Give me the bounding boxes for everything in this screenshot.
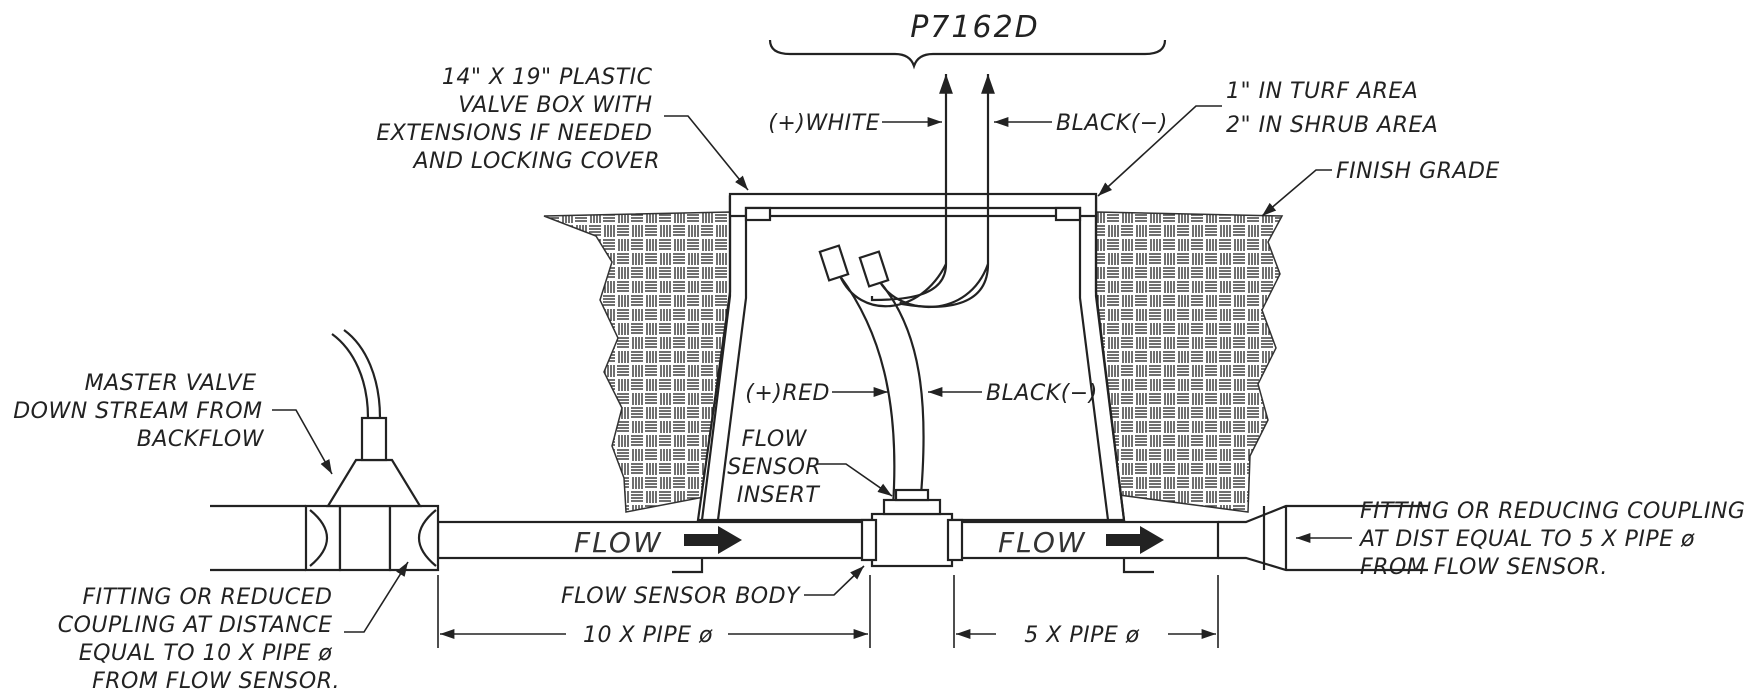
leader-depth [1097, 105, 1222, 197]
master-valve-line-3: BACKFLOW [137, 427, 265, 452]
leader-fitting-left [344, 561, 409, 633]
flow-sensor-collar-right [946, 518, 964, 562]
flow-arrow-left [684, 526, 742, 554]
flow-sensor-insert-cap [894, 488, 930, 502]
master-valve-line-1: MASTER VALVE [85, 371, 257, 396]
wire-sensor-red [839, 275, 896, 507]
master-valve-wire [331, 329, 382, 419]
pipe-right-reducer [1218, 504, 1428, 572]
insert-line-2: SENSOR [727, 455, 821, 480]
depth-line-1: 1" IN TURF AREA [1226, 79, 1418, 104]
fitting-left-line-2: COUPLING AT DISTANCE [58, 613, 333, 638]
fitting-right-callout: FITTING OR REDUCING COUPLING AT DIST EQU… [1358, 499, 1753, 580]
insert-line-3: INSERT [737, 483, 821, 508]
dim-downstream-label: 5 X PIPE ø [1024, 623, 1139, 648]
lid-support-right [1054, 206, 1082, 222]
fitting-left-line-1: FITTING OR REDUCED [82, 585, 332, 610]
master-valve-bonnet [326, 458, 422, 508]
leader-flow-sensor-insert [816, 463, 893, 497]
wire-black [899, 74, 988, 308]
pipe-main [436, 520, 1220, 560]
insert-line-1: FLOW [742, 427, 808, 452]
flow-arrow-right [1106, 526, 1164, 554]
fitting-right-line-2: AT DIST EQUAL TO 5 X PIPE ø [1358, 527, 1695, 552]
leader-master-valve [272, 409, 333, 475]
leader-valve-box [664, 115, 749, 191]
label-red-wire: (+)RED [745, 381, 830, 406]
valve-box-line-4: AND LOCKING COVER [411, 149, 660, 174]
dim-ext-lines [437, 575, 1219, 648]
valve-box-line-2: VALVE BOX WITH [458, 93, 652, 118]
finish-grade-label: FINISH GRADE [1336, 159, 1500, 184]
valve-box-wall-left [700, 196, 748, 521]
depth-callout: 1" IN TURF AREA 2" IN SHRUB AREA [1226, 79, 1438, 138]
wire-connector-left [818, 244, 850, 282]
controller-label: P7162D [910, 10, 1040, 45]
soil-right [1095, 211, 1284, 513]
valve-box-line-3: EXTENSIONS IF NEEDED [376, 121, 652, 146]
master-valve-callout: MASTER VALVE DOWN STREAM FROM BACKFLOW [13, 371, 270, 452]
lid-support-left [744, 206, 772, 222]
flow-sensor-body [870, 512, 954, 568]
flow-sensor-collar-left [860, 518, 878, 562]
flow-sensor-insert-callout: FLOW SENSOR INSERT [727, 427, 828, 508]
master-valve-solenoid [360, 416, 388, 462]
leader-flow-sensor-body [804, 565, 865, 596]
wire-white [870, 74, 946, 302]
fitting-right-line-1: FITTING OR REDUCING COUPLING [1360, 499, 1745, 524]
fitting-left-a-curve [309, 509, 328, 567]
label-white-wire: (+)WHITE [768, 111, 880, 136]
valve-box-line-1: 14" X 19" PLASTIC [442, 65, 653, 90]
fitting-left-b-curve [418, 509, 437, 567]
valve-box-lid [728, 192, 1098, 218]
controller-bracket [768, 39, 1167, 70]
flow-label-right: FLOW [998, 526, 1087, 559]
flow-sensor-insert [882, 498, 942, 516]
depth-line-2: 2" IN SHRUB AREA [1226, 113, 1438, 138]
label-black-wire-top: BLACK(−) [1056, 111, 1168, 136]
fitting-right-line-3: FROM FLOW SENSOR. [1360, 555, 1608, 580]
wire-sensor-black [879, 281, 925, 507]
wire-connector-right [858, 250, 890, 288]
dim-upstream-label: 10 X PIPE ø [583, 623, 713, 648]
pipe-upstream [210, 504, 306, 572]
label-black-wire-sensor: BLACK(−) [986, 381, 1098, 406]
flow-sensor-body-label: FLOW SENSOR BODY [561, 584, 801, 609]
master-valve-body [338, 504, 392, 572]
fitting-left-a [304, 504, 342, 572]
valve-box-callout: 14" X 19" PLASTIC VALVE BOX WITH EXTENSI… [376, 65, 660, 174]
fitting-left-line-3: EQUAL TO 10 X PIPE ø [79, 641, 333, 666]
fitting-left-line-4: FROM FLOW SENSOR. [92, 669, 340, 694]
wire-sensor-loop [838, 263, 990, 309]
master-valve-line-2: DOWN STREAM FROM [13, 399, 262, 424]
flow-label-left: FLOW [574, 526, 663, 559]
soil-left [543, 211, 731, 513]
leader-finish-grade [1261, 169, 1332, 217]
valve-box-wall-right [1078, 196, 1126, 521]
fitting-left-callout: FITTING OR REDUCED COUPLING AT DISTANCE … [58, 585, 340, 694]
